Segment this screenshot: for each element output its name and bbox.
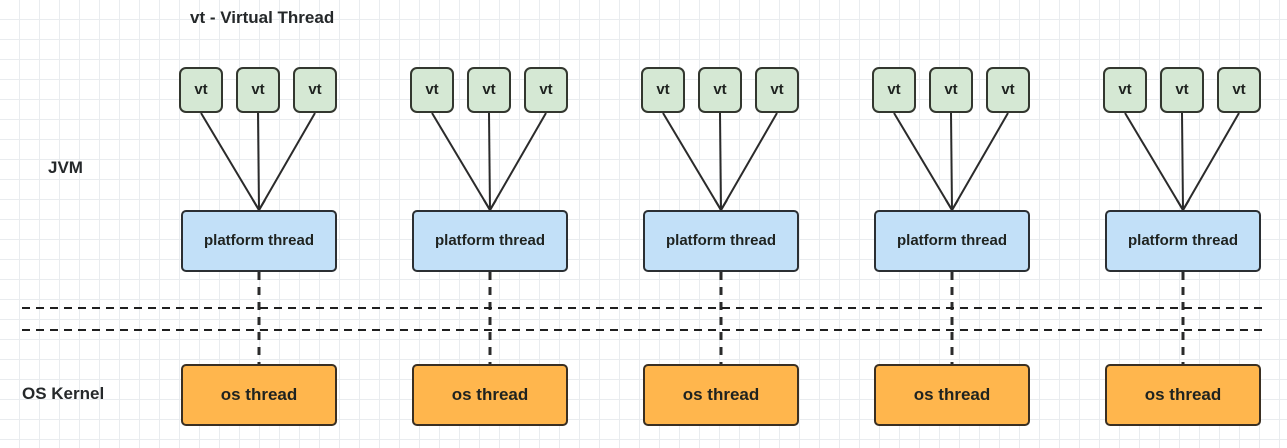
vt-to-platform-line-1-3 — [258, 112, 316, 211]
vt-box-4-1-label: vt — [887, 80, 901, 98]
vt-to-platform-line-2-2 — [488, 112, 491, 211]
platform-thread-box-4-label: platform thread — [896, 231, 1007, 249]
vt-box-1-2-label: vt — [251, 80, 265, 98]
diagram-title: vt - Virtual Thread — [190, 8, 335, 27]
platform-thread-box-1-label: platform thread — [203, 231, 314, 249]
vt-box-5-2-label: vt — [1175, 80, 1189, 98]
vt-box-3-3-label: vt — [770, 80, 784, 98]
platform-thread-box-2-label: platform thread — [434, 231, 545, 249]
vt-box-1-1: vt — [179, 67, 223, 113]
vt-box-2-2-label: vt — [482, 80, 496, 98]
vt-box-2-3: vt — [524, 67, 568, 113]
vt-box-1-2: vt — [236, 67, 280, 113]
os-thread-box-1-label: os thread — [220, 384, 298, 404]
vt-box-2-3-label: vt — [539, 80, 553, 98]
vt-box-1-1-label: vt — [194, 80, 208, 98]
platform-thread-box-4: platform thread — [874, 210, 1030, 272]
vt-to-platform-line-3-2 — [719, 112, 722, 211]
os-thread-box-4-label: os thread — [913, 384, 991, 404]
os-thread-box-5-label: os thread — [1144, 384, 1222, 404]
vt-box-5-3-label: vt — [1232, 80, 1246, 98]
os-thread-box-1: os thread — [181, 364, 337, 426]
vt-to-platform-line-3-1 — [662, 112, 722, 211]
os-thread-box-2-label: os thread — [451, 384, 529, 404]
platform-thread-box-3: platform thread — [643, 210, 799, 272]
platform-thread-box-2: platform thread — [412, 210, 568, 272]
vt-to-platform-arrowhead-3 — [714, 199, 728, 212]
vt-box-2-1: vt — [410, 67, 454, 113]
layer-label-os-kernel: OS Kernel — [22, 384, 105, 403]
os-thread-box-3: os thread — [643, 364, 799, 426]
vt-to-platform-arrowhead-2 — [483, 199, 497, 212]
vt-to-platform-line-1-2 — [257, 112, 260, 211]
vt-box-2-1-label: vt — [425, 80, 439, 98]
vt-to-platform-line-4-3 — [951, 112, 1009, 211]
vt-box-3-1: vt — [641, 67, 685, 113]
vt-box-5-1: vt — [1103, 67, 1147, 113]
vt-to-platform-line-3-3 — [720, 112, 778, 211]
platform-thread-box-1: platform thread — [181, 210, 337, 272]
vt-to-platform-arrowhead-1 — [252, 199, 266, 212]
vt-box-4-3: vt — [986, 67, 1030, 113]
vt-box-4-2: vt — [929, 67, 973, 113]
platform-thread-box-5: platform thread — [1105, 210, 1261, 272]
vt-box-1-3-label: vt — [308, 80, 322, 98]
os-thread-box-4: os thread — [874, 364, 1030, 426]
vt-box-3-3: vt — [755, 67, 799, 113]
vt-to-platform-arrowhead-5 — [1176, 199, 1190, 212]
vt-box-2-2: vt — [467, 67, 511, 113]
platform-thread-box-5-label: platform thread — [1127, 231, 1238, 249]
vt-to-platform-line-1-1 — [200, 112, 260, 211]
vt-to-platform-line-4-1 — [893, 112, 953, 211]
vt-to-platform-line-2-1 — [431, 112, 491, 211]
os-thread-box-5: os thread — [1105, 364, 1261, 426]
vt-box-4-3-label: vt — [1001, 80, 1015, 98]
vt-to-platform-line-5-3 — [1182, 112, 1240, 211]
vt-box-4-2-label: vt — [944, 80, 958, 98]
vt-box-5-3: vt — [1217, 67, 1261, 113]
vt-to-platform-line-5-1 — [1124, 112, 1184, 211]
vt-box-5-2: vt — [1160, 67, 1204, 113]
vt-box-3-1-label: vt — [656, 80, 670, 98]
os-thread-box-2: os thread — [412, 364, 568, 426]
vt-box-4-1: vt — [872, 67, 916, 113]
layer-label-jvm: JVM — [48, 158, 83, 177]
vt-box-3-2-label: vt — [713, 80, 727, 98]
vt-to-platform-arrowhead-4 — [945, 199, 959, 212]
vt-to-platform-line-4-2 — [950, 112, 953, 211]
platform-thread-box-3-label: platform thread — [665, 231, 776, 249]
vt-to-platform-line-5-2 — [1181, 112, 1184, 211]
vt-to-platform-line-2-3 — [489, 112, 547, 211]
vt-box-3-2: vt — [698, 67, 742, 113]
vt-box-1-3: vt — [293, 67, 337, 113]
os-thread-box-3-label: os thread — [682, 384, 760, 404]
vt-box-5-1-label: vt — [1118, 80, 1132, 98]
